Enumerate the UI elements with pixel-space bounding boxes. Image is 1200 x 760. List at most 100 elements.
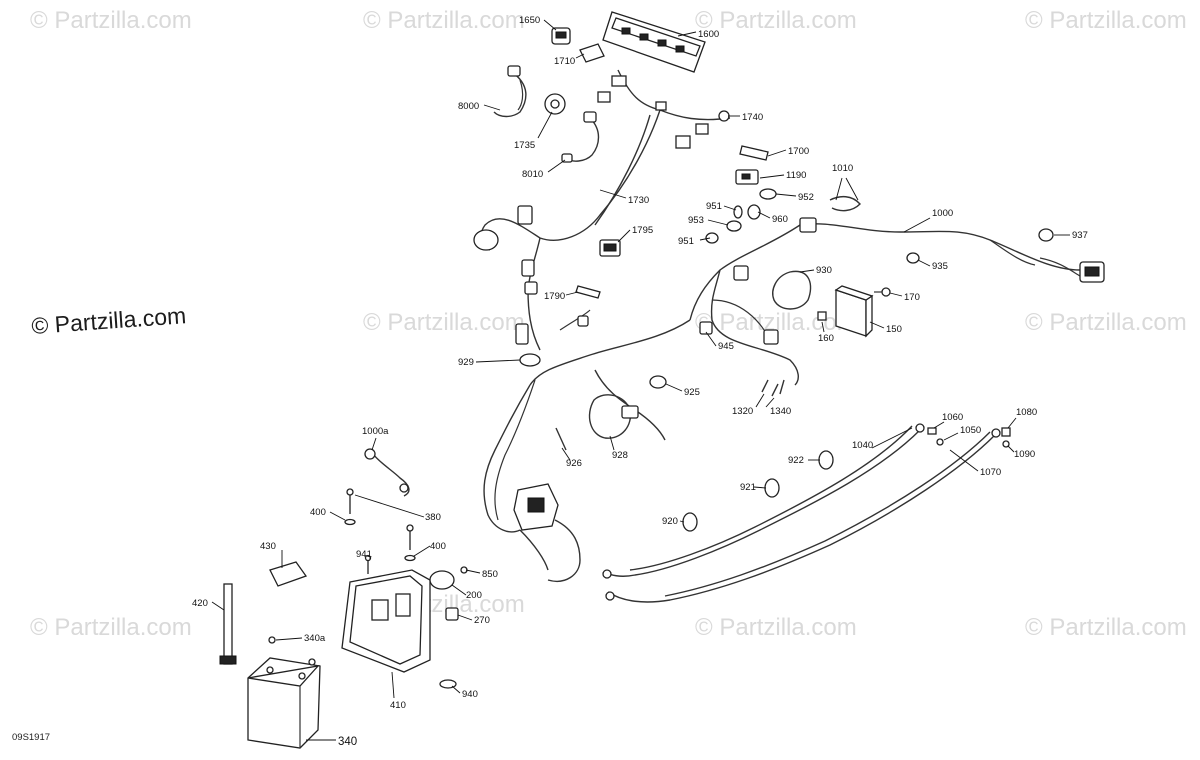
- part-label-945[interactable]: 945: [718, 341, 734, 352]
- part-label-380[interactable]: 380: [425, 512, 441, 523]
- part-label-1740[interactable]: 1740: [742, 112, 763, 123]
- leader-lines: [211, 19, 1070, 741]
- switch-1650[interactable]: [551, 27, 571, 45]
- battery-340[interactable]: [247, 636, 321, 749]
- part-label-951b[interactable]: 951: [678, 236, 694, 247]
- bracket-1710[interactable]: [579, 43, 605, 63]
- part-label-928[interactable]: 928: [612, 450, 628, 461]
- ties-920-922[interactable]: [682, 450, 834, 532]
- part-label-160[interactable]: 160: [818, 333, 834, 344]
- part-label-926[interactable]: 926: [566, 458, 582, 469]
- part-label-8010[interactable]: 8010: [522, 169, 543, 180]
- cable-ties-950[interactable]: [705, 188, 777, 244]
- part-label-1710[interactable]: 1710: [554, 56, 575, 67]
- part-label-270[interactable]: 270: [474, 615, 490, 626]
- part-label-935[interactable]: 935: [932, 261, 948, 272]
- relay-1795[interactable]: [599, 239, 621, 257]
- watermark-text: © Partzilla.com: [30, 7, 192, 34]
- part-label-1730[interactable]: 1730: [628, 195, 649, 206]
- strap-420[interactable]: [219, 583, 237, 665]
- part-label-925[interactable]: 925: [684, 387, 700, 398]
- part-label-400[interactable]: 400: [310, 507, 326, 518]
- connector-1700[interactable]: [739, 145, 769, 161]
- part-label-1010[interactable]: 1010: [832, 163, 853, 174]
- part-label-340a[interactable]: 340a: [304, 633, 326, 644]
- part-label-920[interactable]: 920: [662, 516, 678, 527]
- part-label-420[interactable]: 420: [192, 598, 208, 609]
- ring-1735[interactable]: [544, 93, 566, 115]
- watermark-text: © Partzilla.com: [1025, 7, 1187, 34]
- part-label-940[interactable]: 940: [462, 689, 478, 700]
- diagram-code: 09S1917: [12, 732, 50, 743]
- bracket-430[interactable]: [269, 561, 308, 587]
- part-label-1795[interactable]: 1795: [632, 225, 653, 236]
- part-label-1050[interactable]: 1050: [960, 425, 981, 436]
- part-label-1600[interactable]: 1600: [698, 29, 719, 40]
- connector-1000[interactable]: [799, 217, 1105, 283]
- part-label-953[interactable]: 953: [688, 215, 704, 226]
- relay-1190[interactable]: [735, 169, 759, 185]
- connector-1790[interactable]: [575, 285, 601, 299]
- part-label-1790[interactable]: 1790: [544, 291, 565, 302]
- connector-1730[interactable]: [473, 205, 538, 295]
- part-label-850[interactable]: 850: [482, 569, 498, 580]
- part-label-170[interactable]: 170: [904, 292, 920, 303]
- part-label-922[interactable]: 922: [788, 455, 804, 466]
- part-label-430[interactable]: 430: [260, 541, 276, 552]
- part-label-1000[interactable]: 1000: [932, 208, 953, 219]
- part-label-1650[interactable]: 1650: [519, 15, 540, 26]
- fasteners-1050-1090[interactable]: [927, 427, 1011, 448]
- part-label-941[interactable]: 941: [356, 549, 372, 560]
- part-label-1000a[interactable]: 1000a: [362, 426, 389, 437]
- part-label-921[interactable]: 921: [740, 482, 756, 493]
- part-label-1090[interactable]: 1090: [1014, 449, 1035, 460]
- part-label-951[interactable]: 951: [706, 201, 722, 212]
- tie-929[interactable]: [519, 353, 541, 367]
- part-label-200[interactable]: 200: [466, 590, 482, 601]
- part-label-929[interactable]: 929: [458, 357, 474, 368]
- watermark-text: © Partzilla.com: [30, 614, 192, 641]
- part-label-150[interactable]: 150: [886, 324, 902, 335]
- part-label-1340[interactable]: 1340: [770, 406, 791, 417]
- part-label-952[interactable]: 952: [798, 192, 814, 203]
- part-label-1735[interactable]: 1735: [514, 140, 535, 151]
- clip-1010[interactable]: [829, 195, 861, 212]
- part-label-1040[interactable]: 1040: [852, 440, 873, 451]
- watermark-text: © Partzilla.com: [363, 309, 525, 336]
- part-label-1070[interactable]: 1070: [980, 467, 1001, 478]
- loop-930[interactable]: [772, 270, 812, 310]
- screw-941[interactable]: [364, 554, 372, 575]
- part-label-340[interactable]: 340: [338, 736, 357, 748]
- part-940[interactable]: [439, 679, 457, 689]
- terminals-1320-1340[interactable]: [761, 379, 785, 397]
- part-label-400b[interactable]: 400: [430, 541, 446, 552]
- part-label-410[interactable]: 410: [390, 700, 406, 711]
- module-150[interactable]: [834, 285, 874, 338]
- cable-8000[interactable]: [493, 65, 527, 118]
- part-label-930[interactable]: 930: [816, 265, 832, 276]
- part-label-960[interactable]: 960: [772, 214, 788, 225]
- relay-box-center[interactable]: [513, 483, 559, 531]
- loop-928[interactable]: [588, 394, 639, 439]
- watermark-text: © Partzilla.com: [1025, 614, 1187, 641]
- part-label-1080[interactable]: 1080: [1016, 407, 1037, 418]
- screw-170[interactable]: [874, 287, 891, 297]
- part-label-937[interactable]: 937: [1072, 230, 1088, 241]
- watermark-text: © Partzilla.com: [695, 614, 857, 641]
- cable-1000a[interactable]: [364, 448, 410, 497]
- fasteners-380-400[interactable]: [344, 488, 416, 562]
- part-label-1700[interactable]: 1700: [788, 146, 809, 157]
- cable-8010[interactable]: [561, 111, 600, 163]
- part-label-1190[interactable]: 1190: [786, 170, 806, 181]
- battery-tray-410[interactable]: [341, 569, 431, 673]
- part-label-1060[interactable]: 1060: [942, 412, 963, 423]
- nut-160[interactable]: [817, 311, 827, 321]
- tie-937[interactable]: [1038, 228, 1054, 242]
- part-label-8000[interactable]: 8000: [458, 101, 479, 112]
- fuse-panel-1600[interactable]: [602, 11, 706, 73]
- tie-925[interactable]: [649, 375, 667, 389]
- pin-926[interactable]: [555, 427, 567, 451]
- part-label-1320[interactable]: 1320: [732, 406, 753, 417]
- tie-935[interactable]: [906, 252, 920, 264]
